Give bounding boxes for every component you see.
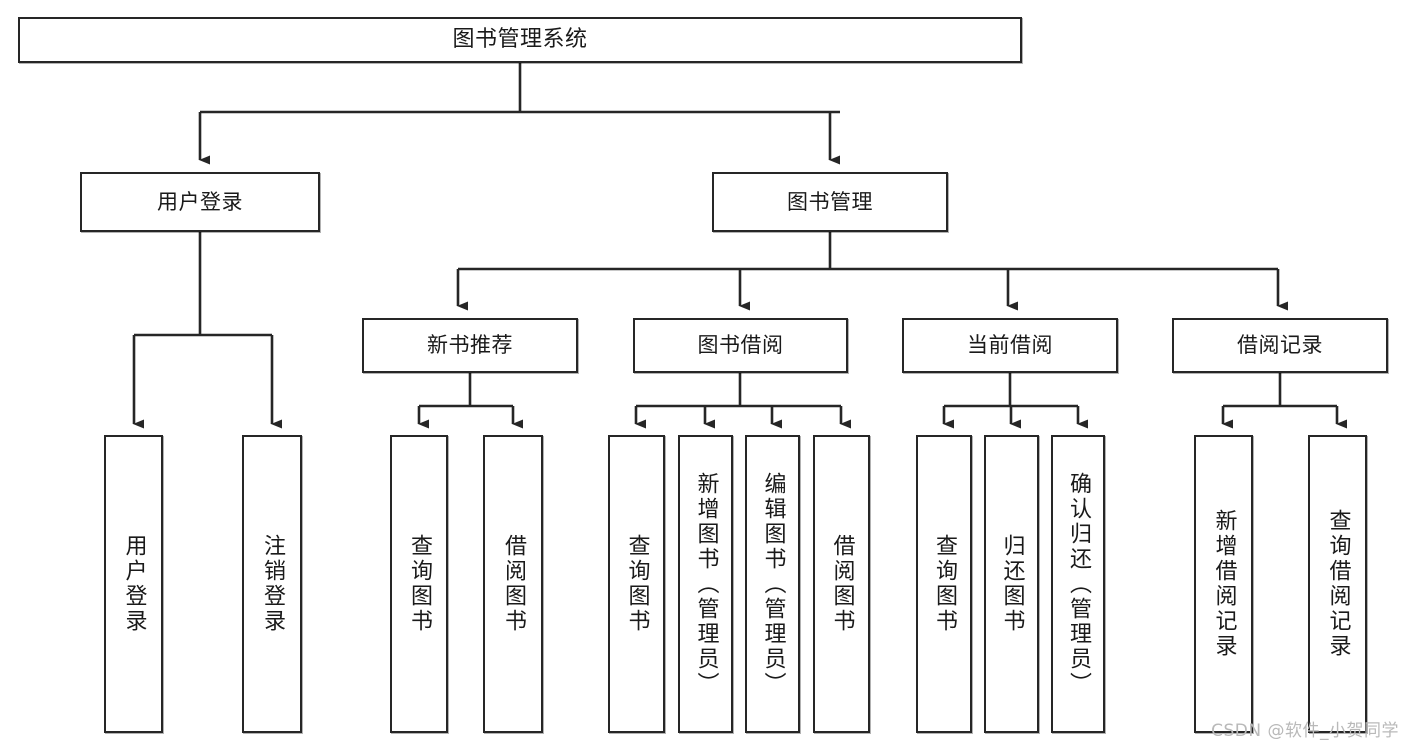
node-leaf-edit-book-admin[interactable]: 编辑图书（管理员） — [745, 435, 800, 733]
node-borrow-record[interactable]: 借阅记录 — [1172, 318, 1388, 373]
node-leaf-borrow-book-1[interactable]: 借阅图书 — [483, 435, 543, 733]
node-leaf-add-book-admin[interactable]: 新增图书（管理员） — [678, 435, 733, 733]
node-leaf-add-book-admin-label: 新增图书（管理员） — [693, 471, 719, 697]
node-leaf-query-borrow-record[interactable]: 查询借阅记录 — [1308, 435, 1367, 733]
node-leaf-borrow-book-2[interactable]: 借阅图书 — [813, 435, 870, 733]
node-leaf-query-book-1-label: 查询图书 — [407, 534, 432, 634]
node-borrow-record-label: 借阅记录 — [1237, 333, 1323, 358]
node-leaf-query-book-1[interactable]: 查询图书 — [390, 435, 448, 733]
node-leaf-query-book-3[interactable]: 查询图书 — [916, 435, 972, 733]
node-leaf-logout-login[interactable]: 注销登录 — [242, 435, 302, 733]
node-leaf-borrow-book-1-label: 借阅图书 — [501, 534, 526, 634]
node-user-login-label: 用户登录 — [157, 189, 243, 214]
node-book-borrow[interactable]: 图书借阅 — [633, 318, 848, 373]
node-new-book-recommend-label: 新书推荐 — [427, 333, 513, 358]
node-root[interactable]: 图书管理系统 — [18, 17, 1022, 63]
node-leaf-user-login[interactable]: 用户登录 — [104, 435, 163, 733]
node-current-borrow-label: 当前借阅 — [967, 333, 1053, 358]
node-book-borrow-label: 图书借阅 — [697, 333, 784, 358]
node-leaf-add-borrow-record-label: 新增借阅记录 — [1211, 509, 1237, 659]
csdn-watermark: CSDN @软件_小贺同学 — [1211, 721, 1399, 741]
node-leaf-logout-login-label: 注销登录 — [260, 534, 285, 634]
node-current-borrow[interactable]: 当前借阅 — [902, 318, 1118, 373]
node-leaf-add-borrow-record[interactable]: 新增借阅记录 — [1194, 435, 1253, 733]
node-leaf-return-book[interactable]: 归还图书 — [984, 435, 1039, 733]
node-leaf-confirm-return-admin[interactable]: 确认归还（管理员） — [1051, 435, 1105, 733]
node-book-management-label: 图书管理 — [787, 189, 873, 214]
node-book-management[interactable]: 图书管理 — [712, 172, 948, 232]
node-leaf-edit-book-admin-label: 编辑图书（管理员） — [760, 471, 786, 697]
node-leaf-query-borrow-record-label: 查询借阅记录 — [1325, 509, 1351, 659]
node-leaf-user-login-label: 用户登录 — [121, 534, 147, 634]
node-leaf-borrow-book-2-label: 借阅图书 — [829, 534, 855, 634]
node-root-label: 图书管理系统 — [452, 27, 588, 53]
node-user-login[interactable]: 用户登录 — [80, 172, 320, 232]
node-leaf-query-book-2-label: 查询图书 — [624, 534, 650, 634]
node-leaf-confirm-return-admin-label: 确认归还（管理员） — [1066, 471, 1091, 697]
node-new-book-recommend[interactable]: 新书推荐 — [362, 318, 578, 373]
node-leaf-query-book-3-label: 查询图书 — [932, 534, 957, 634]
node-leaf-return-book-label: 归还图书 — [999, 534, 1025, 634]
node-leaf-query-book-2[interactable]: 查询图书 — [608, 435, 665, 733]
